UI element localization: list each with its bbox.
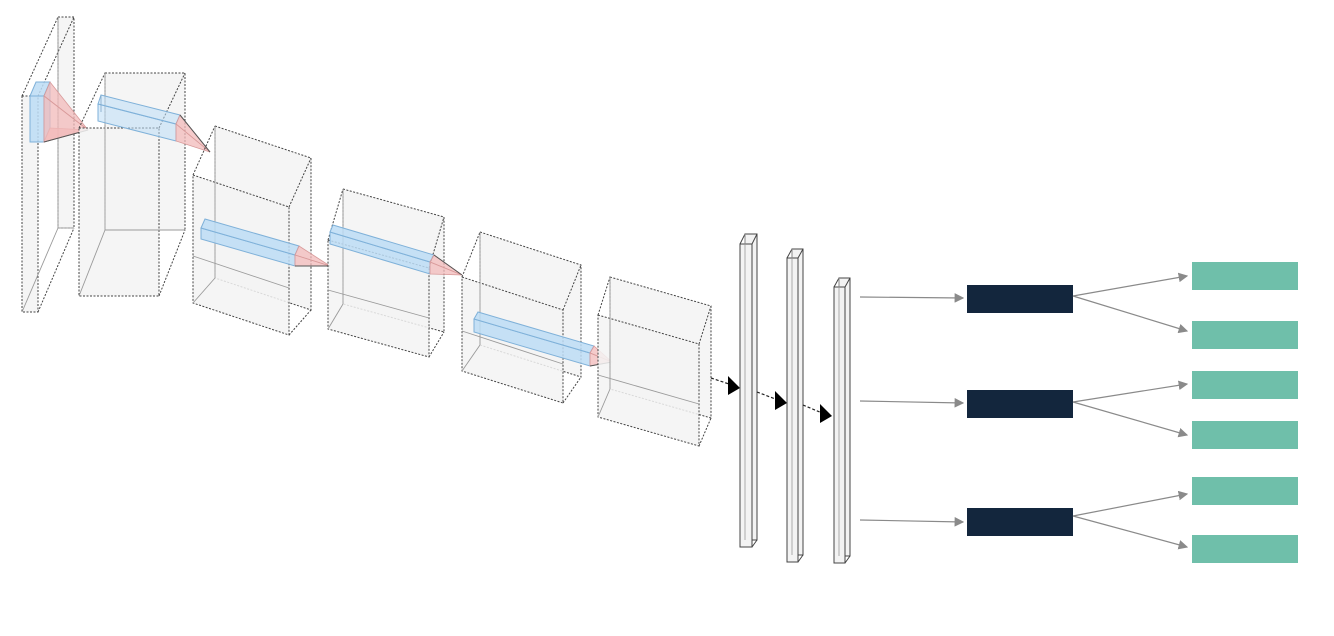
conv-layer-1 <box>21 16 75 313</box>
output-block-1a <box>1192 262 1298 290</box>
conv-layer-6 <box>597 276 712 447</box>
arrow-head-1-to-output-1b <box>1072 295 1189 334</box>
fc-layer-2 <box>786 248 804 563</box>
fc-layer-3 <box>833 277 851 564</box>
cone-2 <box>175 114 211 153</box>
fc-link-1 <box>756 391 787 410</box>
arrow-head-3-to-output-3b <box>1072 515 1189 550</box>
arrow-head-3-to-output-3a <box>1072 490 1189 517</box>
cone-3 <box>294 245 331 267</box>
arrow-to-head-1 <box>859 293 965 303</box>
kernel-4 <box>329 224 435 275</box>
arrow-to-head-3 <box>859 517 965 527</box>
head-block-3 <box>967 508 1073 536</box>
fc-link-2 <box>802 404 832 423</box>
fc-layer-1 <box>739 233 758 548</box>
flatten-link-1 <box>710 376 740 395</box>
cone-1 <box>43 81 89 143</box>
head-block-1 <box>967 285 1073 313</box>
output-block-3a <box>1192 477 1298 505</box>
arrow-head-2-to-output-2a <box>1072 380 1189 403</box>
arrow-head-2-to-output-2b <box>1072 401 1189 438</box>
output-block-3b <box>1192 535 1298 563</box>
output-block-2b <box>1192 421 1298 449</box>
output-block-2a <box>1192 371 1298 399</box>
arrow-to-head-2 <box>859 398 965 408</box>
cone-4 <box>429 254 463 276</box>
head-block-2 <box>967 390 1073 418</box>
output-block-1b <box>1192 321 1298 349</box>
arrow-head-1-to-output-1a <box>1072 272 1189 297</box>
